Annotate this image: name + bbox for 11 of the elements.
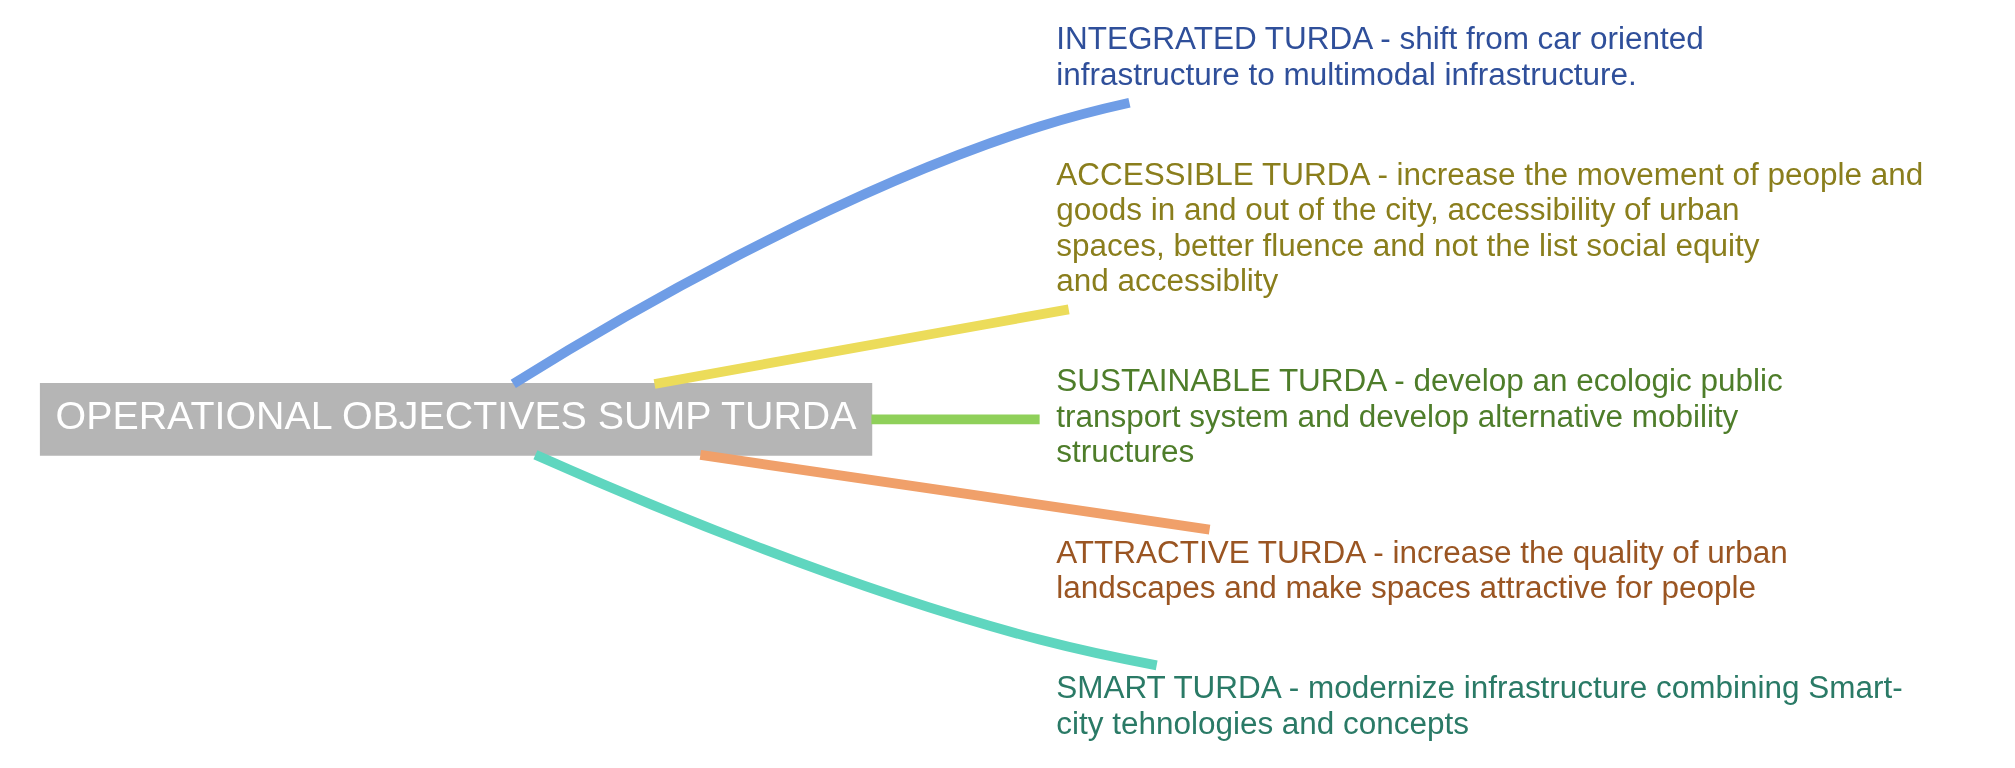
node-text: INTEGRATED TURDA - shift from car oriented infrastructure to multimodal infrastructure. bbox=[1055, 21, 1704, 92]
node-text: ATTRACTIVE TURDA - increase the quality of urban landscapes and make spaces attractive for people bbox=[1055, 534, 1788, 606]
connector bbox=[699, 450, 1210, 535]
node-box: OPERATIONAL OBJECTIVES SUMP TURDA bbox=[39, 383, 872, 456]
connector bbox=[510, 97, 1131, 389]
node-text: SMART TURDA - modernize infrastructure combining Smart-city tehnologies and concepts bbox=[1055, 670, 1903, 741]
node-text: ACCESSIBLE TURDA - increase the movement of people and goods in and out of the city, accessibility of urban spaces, better fluence and not the list social equity and accessiblity bbox=[1055, 156, 1923, 299]
connector bbox=[870, 414, 1040, 425]
node-text: SUSTAINABLE TURDA - develop an ecologic public transport system and develop alternative mobility structures bbox=[1055, 363, 1783, 470]
connector bbox=[653, 304, 1070, 389]
connector bbox=[532, 450, 1158, 671]
